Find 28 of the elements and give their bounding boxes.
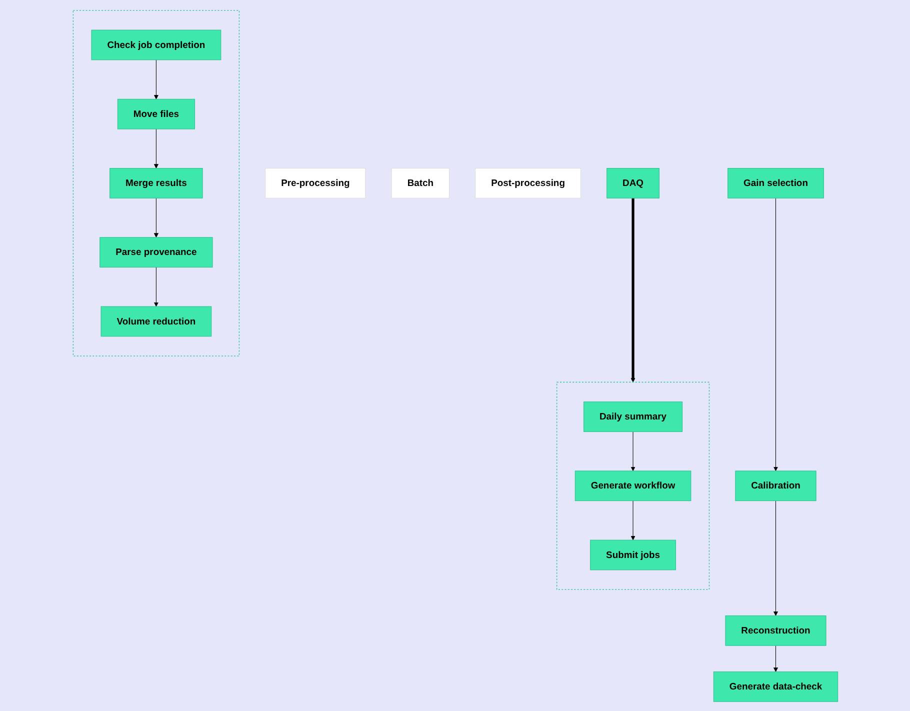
node-box: Calibration — [734, 470, 816, 501]
node-box: Parse provenance — [99, 236, 212, 267]
node-box: Pre-processing — [264, 168, 366, 198]
arrow — [772, 644, 778, 672]
arrow — [153, 197, 158, 238]
node-box: Generate data-check — [712, 671, 838, 702]
arrow — [630, 500, 635, 540]
node-box: Daily summary — [583, 401, 682, 432]
cluster — [72, 10, 240, 356]
arrow — [153, 128, 158, 168]
arrow — [630, 430, 635, 471]
arrow — [153, 59, 158, 99]
node-box: Gain selection — [727, 168, 824, 198]
node-box: Check job completion — [90, 29, 221, 60]
arrow — [630, 198, 635, 382]
node-box: Volume reduction — [100, 306, 212, 336]
node-box: Reconstruction — [724, 614, 826, 646]
cluster — [556, 381, 710, 590]
node-box: Post-processing — [474, 168, 580, 198]
node-box: Batch — [390, 168, 449, 198]
node-box: DAQ — [606, 168, 659, 198]
arrow — [772, 197, 778, 471]
arrow — [772, 500, 778, 616]
node-box: Merge results — [109, 168, 202, 198]
node-box: Move files — [116, 98, 194, 129]
arrow — [153, 266, 158, 306]
node-box: Submit jobs — [590, 539, 676, 570]
node-box: Generate workflow — [574, 470, 691, 501]
